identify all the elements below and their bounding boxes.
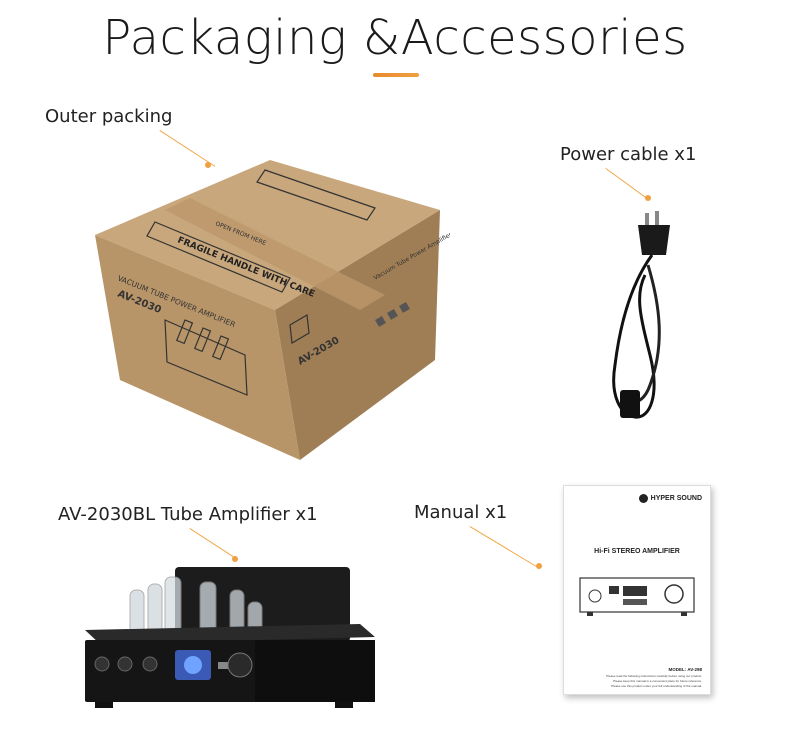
power-cable-image bbox=[612, 211, 670, 419]
leader-power-cable bbox=[605, 168, 647, 199]
cardboard-box-image: FRAGILE HANDLE WITH CARE OPEN FROM HERE … bbox=[95, 160, 450, 460]
top-print-strip-left bbox=[146, 221, 291, 293]
manual-amp-drawing bbox=[579, 577, 695, 616]
manual-note-1: Please read the following instructions c… bbox=[606, 674, 702, 678]
dot-power-cable bbox=[645, 195, 651, 201]
manual-note-2: Please keep this manual in a convenient … bbox=[613, 679, 702, 683]
box-front-logo bbox=[289, 314, 310, 344]
hyper-sound-logo-icon bbox=[638, 494, 648, 503]
label-outer-packing: Outer packing bbox=[45, 106, 173, 127]
label-manual: Manual x1 bbox=[414, 502, 508, 523]
dot-amplifier bbox=[232, 556, 238, 562]
manual-brand-row: HYPER SOUND bbox=[638, 494, 702, 503]
dot-manual bbox=[536, 563, 542, 569]
manual-heading: Hi-Fi STEREO AMPLIFIER bbox=[594, 548, 680, 555]
manual-image: HYPER SOUND Hi-Fi STEREO AMPLIFIER MODEL… bbox=[563, 485, 711, 695]
label-amplifier: AV-2030BL Tube Amplifier x1 bbox=[58, 504, 318, 525]
manual-model: MODEL: AV-298 bbox=[668, 667, 702, 672]
title-underline bbox=[373, 73, 419, 77]
dot-outer-packing bbox=[205, 162, 211, 168]
manual-brand: HYPER SOUND bbox=[650, 495, 702, 502]
manual-note-3: Please use this product under your full … bbox=[611, 684, 702, 688]
page-title: Packaging &Accessories bbox=[102, 10, 688, 66]
leader-manual bbox=[469, 526, 539, 569]
box-front-icons bbox=[375, 302, 410, 327]
vacuum-tubes bbox=[129, 576, 263, 641]
label-power-cable: Power cable x1 bbox=[560, 144, 697, 165]
top-print-strip-right bbox=[256, 169, 376, 221]
tube-amplifier-image bbox=[85, 567, 375, 708]
leader-amplifier bbox=[189, 528, 236, 559]
box-side-amp-outline bbox=[164, 319, 248, 396]
